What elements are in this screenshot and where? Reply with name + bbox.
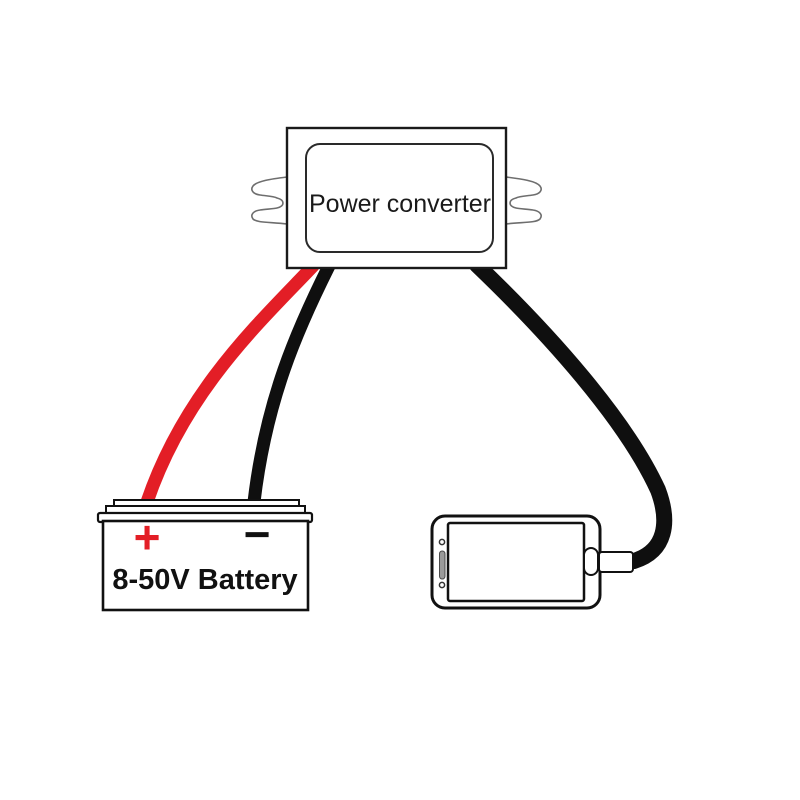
usb-connector	[598, 551, 634, 573]
battery-label: 8-50V Battery	[112, 564, 297, 596]
power-converter: Power converter	[251, 126, 542, 270]
battery-body	[101, 519, 310, 612]
positive-wire	[140, 259, 320, 509]
mounting-tab-left-icon	[251, 176, 288, 225]
phone-screen	[446, 521, 586, 603]
phone-sensor-icon	[438, 581, 446, 589]
phone-camera-icon	[438, 538, 446, 546]
battery-terminal-positive: +	[134, 511, 161, 563]
battery: + − 8-50V Battery	[96, 499, 314, 612]
smartphone	[430, 514, 634, 610]
phone-speaker-icon	[439, 550, 446, 580]
phone-home-button	[583, 547, 599, 576]
converter-label: Power converter	[309, 190, 491, 218]
output-cable	[469, 257, 673, 569]
converter-face	[305, 143, 494, 253]
battery-terminal-negative: −	[244, 508, 271, 560]
mounting-tab-right-icon	[505, 176, 542, 225]
negative-wire	[247, 259, 336, 509]
